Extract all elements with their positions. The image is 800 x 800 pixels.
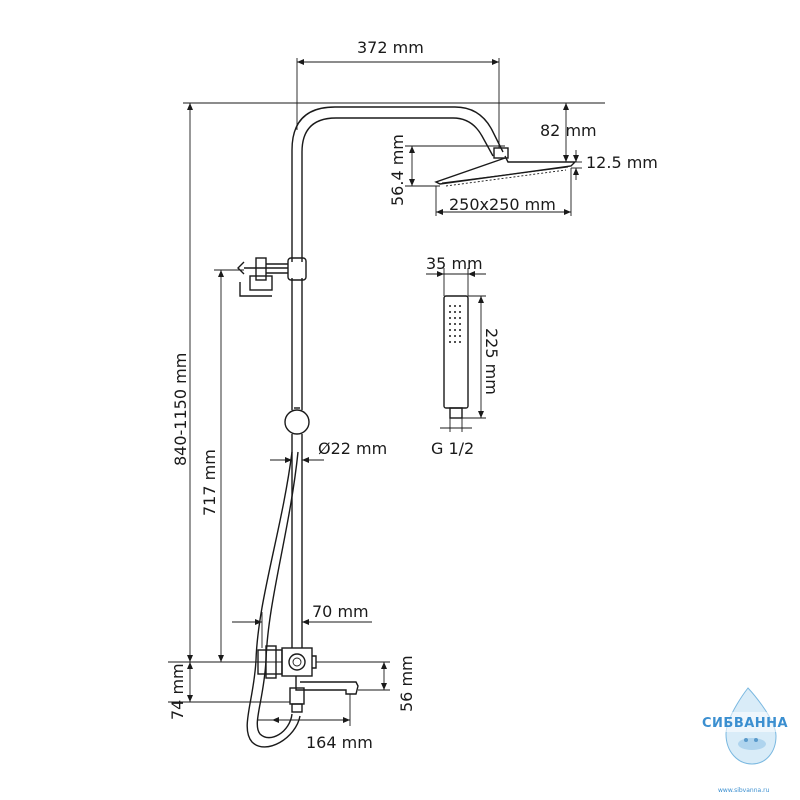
dim-total-height: 840-1150 mm (171, 353, 190, 466)
dim-head-size: 250x250 mm (449, 195, 556, 214)
wall-bracket (237, 257, 307, 297)
dim-spout-height: 56 mm (397, 655, 416, 712)
dim-thread: G 1/2 (431, 439, 474, 458)
dim-base-height: 74 mm (168, 663, 187, 720)
dimension-lines (168, 58, 605, 726)
dim-head-thickness: 12.5 mm (586, 153, 658, 172)
nozzle-dots (449, 305, 461, 343)
dim-head-drop: 82 mm (540, 121, 597, 140)
logo-url: www.sibvanna.ru (718, 787, 770, 794)
dim-arm-length: 372 mm (357, 38, 424, 57)
slider-knob (284, 407, 310, 435)
dim-mixer-offset: 70 mm (312, 602, 369, 621)
logo-brand: СИБВАННА (702, 716, 788, 731)
dim-spout-length: 164 mm (306, 733, 373, 752)
dim-handshower-width: 35 mm (426, 254, 483, 273)
shower-head (434, 147, 577, 187)
dimension-labels: 372 mm 82 mm 12.5 mm 250x250 mm 56.4 mm … (168, 38, 658, 752)
shower-hose (246, 451, 301, 748)
dim-pipe-diameter: Ø22 mm (318, 439, 387, 458)
dim-handshower-length: 225 mm (482, 328, 501, 395)
brand-logo: СИБВАННА www.sibvanna.ru (700, 687, 800, 794)
dim-rail-height: 717 mm (200, 449, 219, 516)
shower-column (291, 106, 504, 648)
dim-head-height: 56.4 mm (388, 134, 407, 206)
hand-shower (443, 295, 469, 419)
